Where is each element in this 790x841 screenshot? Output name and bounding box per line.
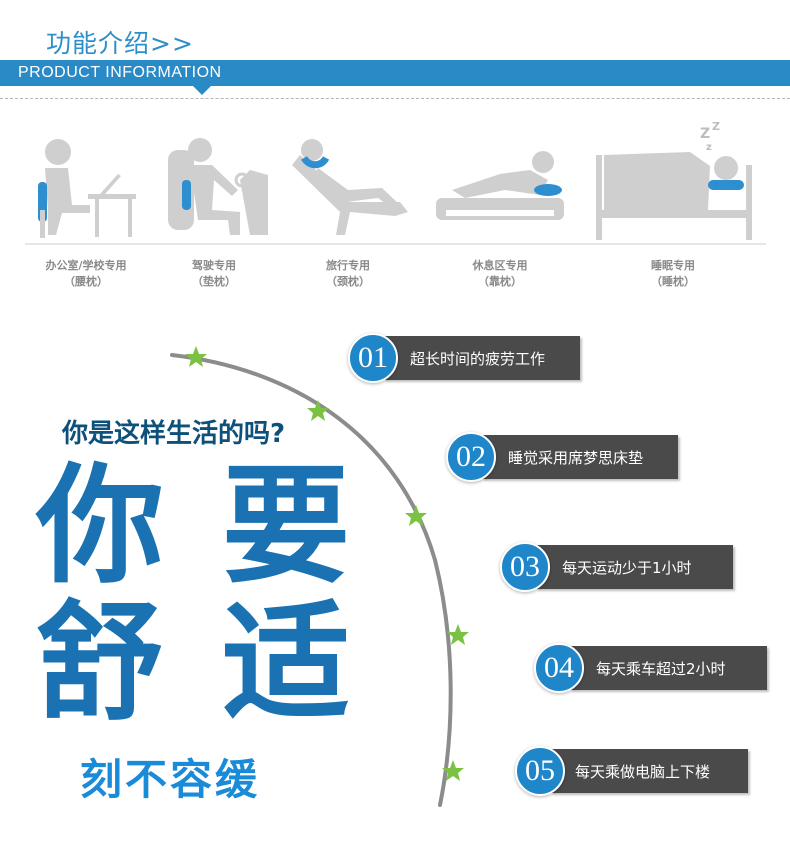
item-text: 每天乘车超过2小时	[596, 660, 726, 678]
svg-text:z: z	[706, 142, 712, 153]
item-number: 04	[534, 643, 584, 693]
sleeping-bed-icon: Z Z z	[596, 120, 752, 240]
star-icon	[307, 400, 329, 421]
scene-sub: （腰枕）	[64, 275, 108, 288]
driving-seat-icon	[168, 138, 268, 235]
item-number: 03	[500, 542, 550, 592]
svg-text:Z: Z	[700, 126, 710, 142]
scene-caption-office: 办公室/学校专用 （腰枕）	[11, 258, 161, 290]
headline-bottom: 刻不容缓	[80, 755, 261, 804]
scene-sub: （睡枕）	[651, 275, 695, 288]
star-icon	[447, 624, 469, 645]
list-item: 每天运动少于1小时 03	[500, 542, 733, 592]
item-text: 每天运动少于1小时	[562, 559, 692, 577]
item-number: 02	[446, 432, 496, 482]
scene-caption-driving: 驾驶专用 （垫枕）	[139, 258, 289, 290]
travel-recliner-icon	[292, 139, 408, 235]
scene-name: 驾驶专用	[192, 259, 236, 272]
headline-char-3: 舒	[36, 589, 165, 738]
scene-sub: （垫枕）	[192, 275, 236, 288]
usage-scenes: Z Z z	[38, 120, 752, 240]
list-item: 超长时间的疲劳工作 01	[348, 333, 580, 383]
item-text: 超长时间的疲劳工作	[410, 350, 546, 368]
scene-sub: （靠枕）	[478, 275, 522, 288]
headline-question: 你是这样生活的吗?	[62, 419, 286, 449]
scene-name: 旅行专用	[326, 259, 370, 272]
list-item: 每天乘做电脑上下楼 05	[515, 746, 748, 796]
headline-char-1: 你	[36, 452, 165, 601]
item-number: 05	[515, 746, 565, 796]
item-bar	[570, 646, 767, 690]
item-bar	[384, 336, 580, 380]
office-desk-icon	[38, 139, 136, 238]
scene-caption-lounge: 休息区专用 （靠枕）	[425, 258, 575, 290]
scene-caption-sleeping: 睡眠专用 （睡枕）	[598, 258, 748, 290]
scene-baseline	[25, 243, 766, 245]
scene-name: 休息区专用	[472, 259, 528, 272]
item-bar	[536, 545, 733, 589]
item-bar	[482, 435, 678, 479]
item-text: 每天乘做电脑上下楼	[575, 763, 711, 781]
banner-pointer	[193, 86, 211, 95]
header-banner	[0, 60, 790, 86]
scene-name: 睡眠专用	[651, 259, 695, 272]
star-icon	[442, 760, 464, 781]
item-text: 睡觉采用席梦思床垫	[508, 449, 644, 467]
list-item: 每天乘车超过2小时 04	[534, 643, 767, 693]
star-icon	[185, 346, 207, 367]
scene-sub: （颈枕）	[326, 275, 370, 288]
lounge-bed-icon	[436, 151, 564, 220]
dashed-divider	[0, 98, 790, 99]
list-item: 睡觉采用席梦思床垫 02	[446, 432, 678, 482]
scene-caption-travel: 旅行专用 （颈枕）	[273, 258, 423, 290]
headline-char-4: 适	[222, 589, 351, 738]
scene-name: 办公室/学校专用	[45, 259, 127, 272]
item-number: 01	[348, 333, 398, 383]
star-icon	[405, 505, 427, 526]
svg-text:Z: Z	[712, 120, 720, 133]
banner-subtitle: PRODUCT INFORMATION	[18, 64, 222, 81]
item-bar	[551, 749, 748, 793]
section-title: 功能介绍>>	[46, 29, 194, 58]
headline-char-2: 要	[222, 452, 351, 601]
